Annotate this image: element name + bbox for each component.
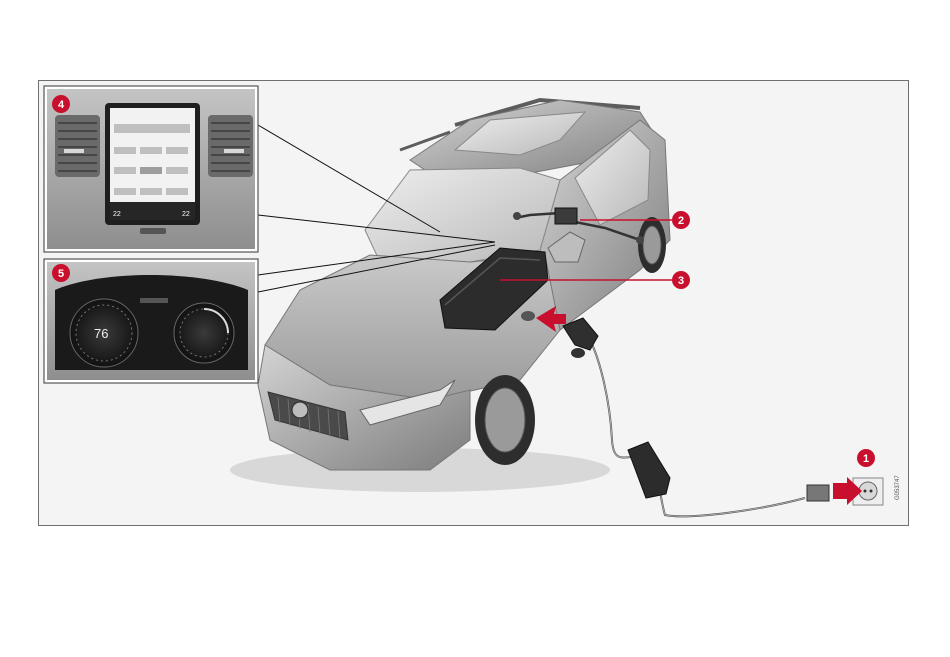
- image-code: G053747: [895, 475, 901, 500]
- home-button: [140, 228, 166, 234]
- air-vent-left: [55, 115, 100, 177]
- svg-text:2: 2: [678, 215, 684, 227]
- callout-2: 2: [672, 211, 690, 229]
- callout-3: 3: [672, 271, 690, 289]
- svg-text:4: 4: [58, 99, 65, 111]
- svg-text:3: 3: [678, 275, 684, 287]
- inset-center-display: 22 22: [44, 86, 258, 252]
- car: [230, 100, 670, 492]
- callout-5: 5: [52, 264, 70, 282]
- svg-text:1: 1: [863, 453, 869, 465]
- brand-logo: [292, 402, 308, 418]
- power-gauge: [174, 303, 234, 363]
- callout-4: 4: [52, 95, 70, 113]
- speed-readout: 76: [94, 326, 108, 341]
- svg-text:5: 5: [58, 268, 64, 280]
- inset-driver-display: 76: [44, 259, 258, 383]
- air-vent-right: [208, 115, 253, 177]
- charging-cable: [536, 306, 883, 516]
- heater-unit: [555, 208, 577, 224]
- callout-1: 1: [857, 449, 875, 467]
- control-box: [628, 442, 670, 498]
- temp-left-readout: 22: [113, 211, 121, 218]
- temp-right-readout: 22: [182, 211, 190, 218]
